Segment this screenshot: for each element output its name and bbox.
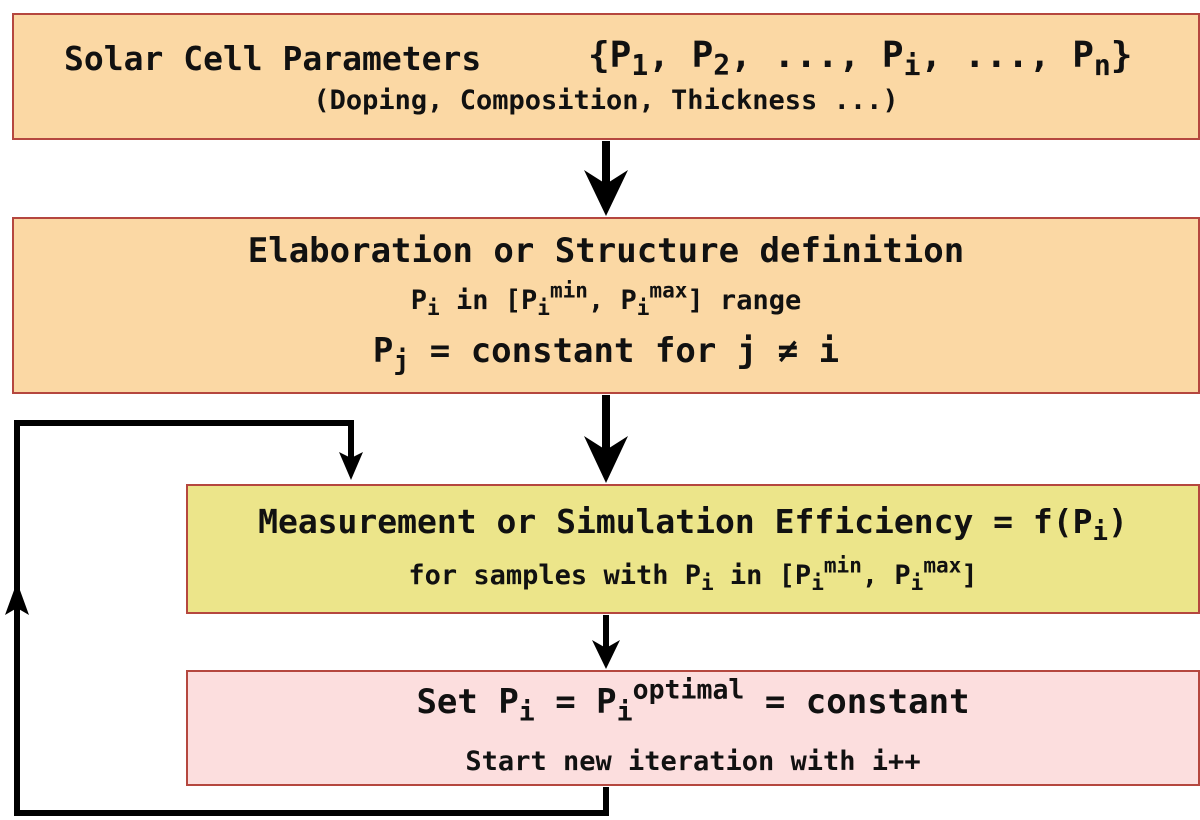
measurement-box: Measurement or Simulation Efficiency = f…	[186, 484, 1200, 614]
elaboration-title: Elaboration or Structure definition	[247, 231, 965, 271]
arrowhead-measurement-to-set-icon	[592, 640, 620, 669]
set-optimal-box: Set Pi = Pioptimal = constant Start new …	[186, 670, 1200, 786]
measurement-title: Measurement or Simulation Efficiency = f…	[258, 502, 1128, 548]
elaboration-constant: Pj = constant for j ≠ i	[372, 331, 840, 377]
feedback-loop-arrowhead-up-icon	[5, 582, 29, 615]
feedback-loop-arrowhead-down-icon	[339, 452, 363, 480]
parameters-box: Solar Cell Parameters {P1, P2, ..., Pi, …	[12, 13, 1200, 140]
arrowhead-params-to-elaboration-icon	[584, 170, 628, 216]
parameters-subtitle: (Doping, Composition, Thickness ...)	[313, 85, 899, 116]
arrowhead-elaboration-to-measurement-icon	[584, 436, 628, 483]
elaboration-box: Elaboration or Structure definition Pi i…	[12, 217, 1200, 394]
set-optimal-subtitle: Start new iteration with i++	[465, 746, 921, 777]
parameters-title: Solar Cell Parameters	[64, 39, 482, 78]
set-optimal-title: Set Pi = Pioptimal = constant	[416, 674, 970, 728]
measurement-subtitle: for samples with Pi in [Pimin, Pimax]	[408, 552, 978, 595]
feedback-loop-line	[14, 420, 609, 816]
parameters-set: {P1, P2, ..., Pi, ..., Pn}	[588, 35, 1133, 82]
elaboration-range: Pi in [Pimin, Pimax] range	[410, 277, 802, 320]
